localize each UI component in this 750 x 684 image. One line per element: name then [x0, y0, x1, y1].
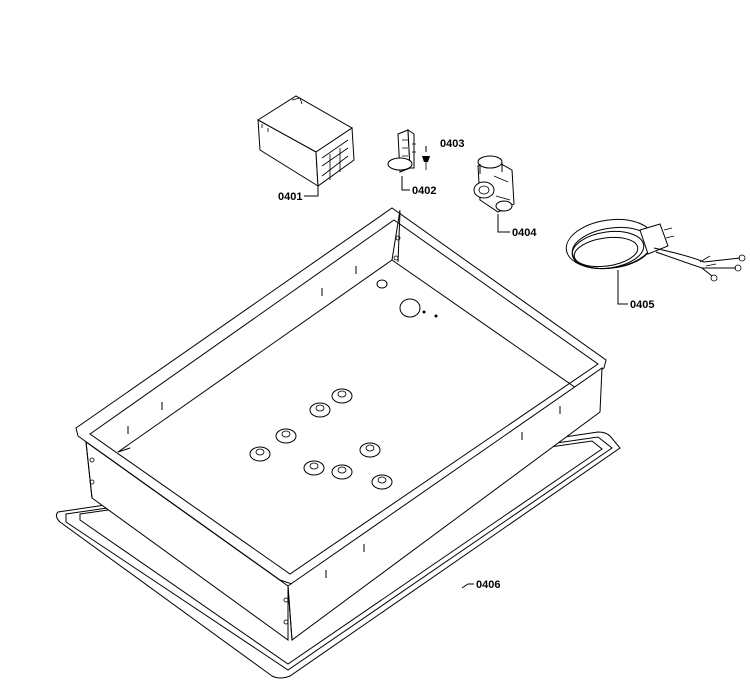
- part-label-0405: 0405: [630, 299, 654, 311]
- burner-hole: [359, 442, 381, 458]
- gas-regulator: [473, 155, 515, 213]
- part-label-0406: 0406: [476, 579, 500, 591]
- burner-holes: [249, 388, 393, 490]
- junction-box: [257, 95, 355, 187]
- burner-hole: [331, 464, 353, 480]
- part-label-0402: 0402: [412, 185, 436, 197]
- leader-lines: [304, 146, 628, 589]
- cooktop-tray: [75, 207, 607, 641]
- part-label-0403: 0403: [440, 138, 464, 150]
- burner-hole: [303, 460, 325, 476]
- burner-hole: [309, 402, 331, 418]
- power-cord: [565, 218, 746, 282]
- burner-hole: [371, 474, 393, 490]
- part-label-0401: 0401: [278, 191, 302, 203]
- burner-hole: [249, 446, 271, 462]
- burner-hole: [275, 428, 297, 444]
- part-label-0404: 0404: [512, 227, 537, 239]
- igniter-module: [387, 129, 416, 173]
- screw: [422, 156, 430, 170]
- burner-hole: [331, 388, 353, 404]
